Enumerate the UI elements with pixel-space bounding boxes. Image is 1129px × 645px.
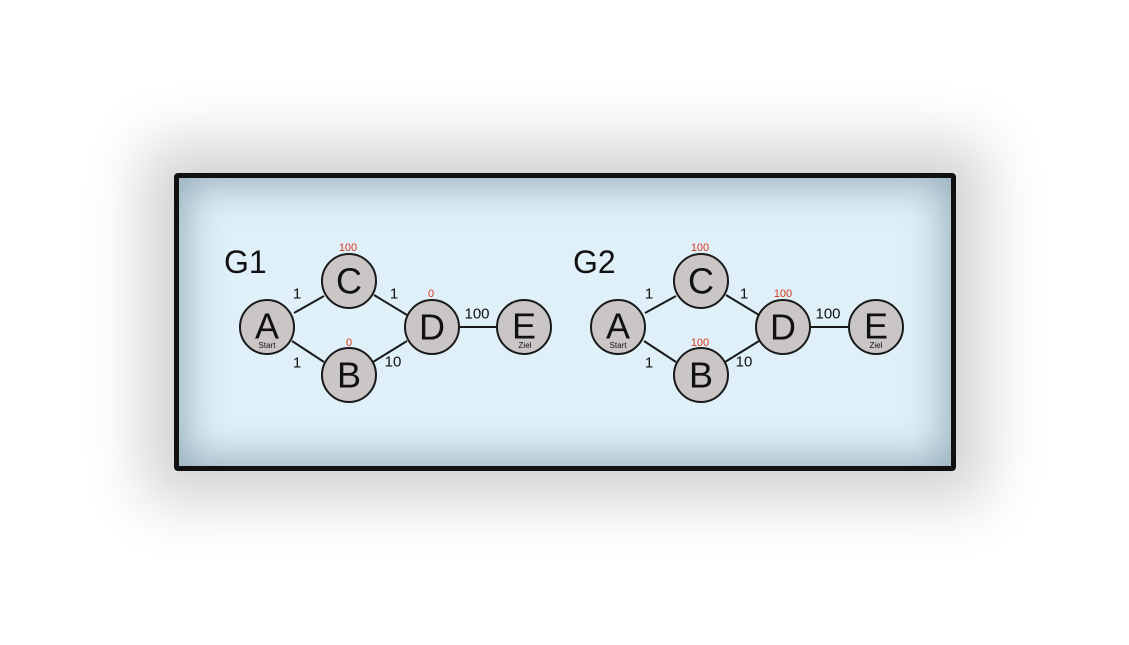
node-sub-g1-e: Ziel — [519, 341, 532, 350]
edge-weight-g2-a-b: 1 — [645, 355, 653, 372]
edge-g2-b-d — [724, 340, 760, 363]
graph-g1: G1 1 1 1 10 100 A Start C 100 B 0 — [224, 242, 552, 403]
edge-g1-c-d — [373, 294, 408, 316]
edge-weight-g1-a-b: 1 — [293, 355, 301, 372]
node-letter-g2-d: D — [770, 307, 796, 348]
graph-label-g2: G2 — [573, 244, 616, 280]
node-g1-a: A Start — [239, 299, 295, 355]
node-value-g2-d: 100 — [774, 288, 792, 300]
node-g2-a: A Start — [590, 299, 646, 355]
node-g1-c: C 100 — [321, 242, 377, 309]
node-g1-e: E Ziel — [496, 299, 552, 355]
node-sub-g2-e: Ziel — [870, 341, 883, 350]
edge-weight-g2-c-d: 1 — [740, 286, 748, 303]
edge-weight-g2-b-d: 10 — [736, 354, 753, 371]
edge-weight-g1-c-d: 1 — [390, 286, 398, 303]
edge-g2-c-d — [725, 294, 760, 316]
node-g1-b: B 0 — [321, 337, 377, 403]
node-g2-c: C 100 — [673, 242, 729, 309]
node-value-g1-d: 0 — [428, 288, 434, 300]
diagram-frame — [174, 173, 956, 471]
node-value-g1-b: 0 — [346, 337, 352, 349]
graph-g2: G2 1 1 1 10 100 A Start C 100 B 100 — [573, 242, 904, 403]
node-value-g1-c: 100 — [339, 242, 357, 254]
node-letter-g1-b: B — [337, 355, 361, 396]
node-g2-e: E Ziel — [848, 299, 904, 355]
node-letter-g1-d: D — [419, 307, 445, 348]
node-g1-d: D 0 — [404, 288, 460, 355]
node-value-g2-b: 100 — [691, 337, 709, 349]
node-value-g2-c: 100 — [691, 242, 709, 254]
node-letter-g2-c: C — [688, 261, 714, 302]
edge-weight-g2-d-e: 100 — [815, 306, 840, 323]
edge-weight-g1-a-c: 1 — [293, 286, 301, 303]
node-letter-g2-a: A — [606, 306, 630, 347]
node-letter-g1-e: E — [512, 306, 536, 347]
node-letter-g1-a: A — [255, 306, 279, 347]
graph-label-g1: G1 — [224, 244, 267, 280]
node-g2-b: B 100 — [673, 337, 729, 403]
node-sub-g1-a: Start — [259, 341, 277, 350]
node-g2-d: D 100 — [755, 288, 811, 355]
node-letter-g1-c: C — [336, 261, 362, 302]
edge-g1-a-b — [291, 340, 325, 363]
node-sub-g2-a: Start — [610, 341, 628, 350]
edge-g2-a-c — [644, 295, 677, 314]
edge-g2-a-b — [643, 340, 677, 363]
node-letter-g2-b: B — [689, 355, 713, 396]
node-letter-g2-e: E — [864, 306, 888, 347]
edge-weight-g1-b-d: 10 — [385, 354, 402, 371]
edge-weight-g1-d-e: 100 — [464, 306, 489, 323]
edge-weight-g2-a-c: 1 — [645, 286, 653, 303]
edge-g1-a-c — [293, 295, 325, 314]
edge-g1-b-d — [372, 340, 408, 363]
